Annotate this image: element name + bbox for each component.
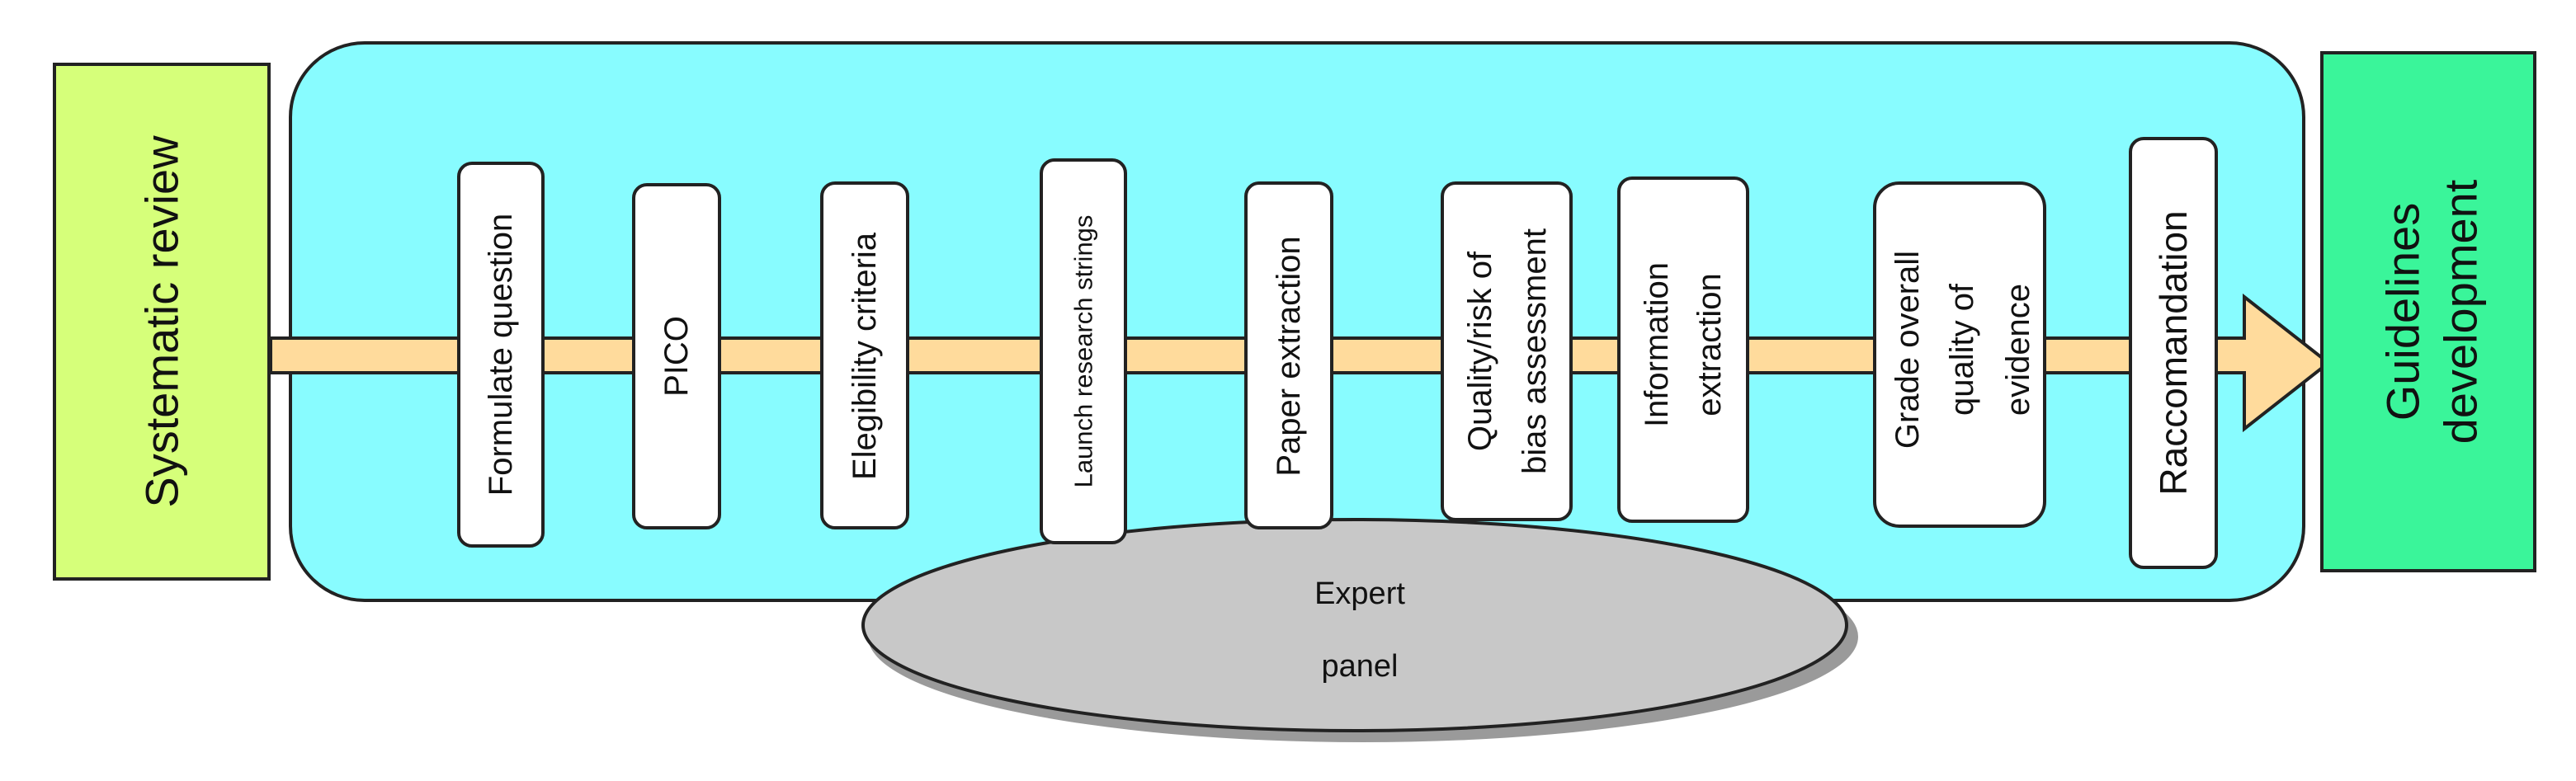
step-information-extraction-label-line1: Information bbox=[1639, 262, 1675, 427]
step-elegibility-criteria-label: Elegibility criteria bbox=[847, 232, 883, 480]
step-grade-overall-quality-label-line2: quality of bbox=[1944, 283, 1980, 416]
step-quality-risk-of-bias-label-line1: Quality/risk of bbox=[1462, 251, 1498, 451]
step-information-extraction: Information extraction bbox=[1617, 176, 1749, 523]
step-paper-extraction: Paper extraction bbox=[1244, 181, 1333, 529]
guidelines-development-box: Guidelines development bbox=[2320, 51, 2536, 572]
step-grade-overall-quality-label-line3: evidence bbox=[2000, 284, 2036, 416]
expert-panel-label-line2: panel bbox=[1322, 649, 1399, 684]
step-quality-risk-of-bias-label-line2: bias assessment bbox=[1517, 228, 1553, 474]
expert-panel: Expert panel bbox=[861, 518, 1858, 742]
step-pico-label: PICO bbox=[658, 316, 695, 397]
step-elegibility-criteria: Elegibility criteria bbox=[820, 181, 909, 529]
step-grade-overall-quality-label-line1: Grade overall bbox=[1890, 251, 1926, 449]
step-formulate-question: Formulate question bbox=[457, 162, 545, 548]
step-grade-overall-quality: Grade overall quality of evidence bbox=[1873, 181, 2046, 528]
step-formulate-question-label: Formulate question bbox=[483, 214, 519, 496]
guidelines-development-label-line1: Guidelines bbox=[2377, 203, 2429, 421]
guidelines-development-label-line2: development bbox=[2435, 179, 2487, 444]
step-launch-research-strings-label: Launch research strings bbox=[1069, 215, 1098, 488]
step-information-extraction-label-line2: extraction bbox=[1691, 273, 1728, 416]
step-quality-risk-of-bias: Quality/risk of bias assessment bbox=[1441, 181, 1573, 521]
step-paper-extraction-label: Paper extraction bbox=[1271, 236, 1307, 476]
step-launch-research-strings: Launch research strings bbox=[1040, 158, 1127, 544]
expert-panel-ellipse bbox=[861, 518, 1848, 732]
expert-panel-label-line1: Expert bbox=[1314, 576, 1405, 611]
step-raccomandation: Raccomandation bbox=[2129, 137, 2218, 569]
process-steps: Formulate question PICO Elegibility crit… bbox=[457, 137, 2218, 569]
systematic-review-box: Systematic review bbox=[53, 63, 271, 581]
step-pico: PICO bbox=[632, 183, 721, 529]
step-raccomandation-label: Raccomandation bbox=[2152, 210, 2195, 495]
systematic-review-label: Systematic review bbox=[136, 135, 188, 508]
